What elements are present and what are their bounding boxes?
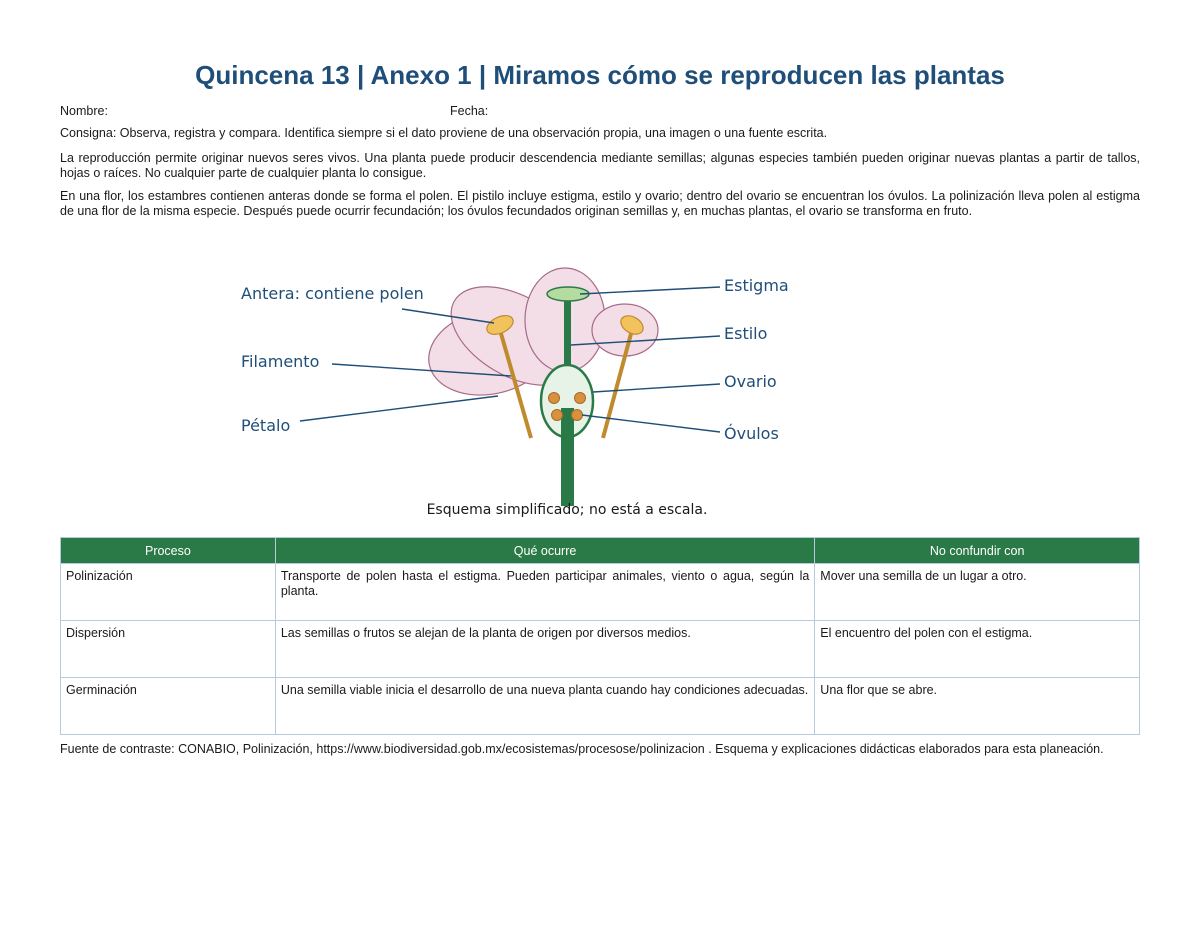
style-stem <box>564 296 571 371</box>
label-filamento: Filamento <box>241 352 319 371</box>
name-date-row: Nombre: Fecha: <box>60 104 1140 119</box>
cell-no-confundir: Mover una semilla de un lugar a otro. <box>814 563 1140 621</box>
label-antera: Antera: contiene polen <box>241 284 424 303</box>
cell-que-ocurre: Una semilla viable inicia el desarrollo … <box>274 677 816 735</box>
header-que-ocurre: Qué ocurre <box>274 537 816 564</box>
label-estilo: Estilo <box>724 324 767 343</box>
leader-antera <box>401 308 495 324</box>
process-table: Proceso Qué ocurre No confundir con Poli… <box>60 537 1140 735</box>
paragraph-reproduction: La reproducción permite originar nuevos … <box>60 151 1140 180</box>
nombre-label: Nombre: <box>60 104 108 118</box>
table-row: Dispersión Las semillas o frutos se alej… <box>60 620 1140 678</box>
ovule <box>548 392 560 404</box>
table-row: Polinización Transporte de polen hasta e… <box>60 563 1140 621</box>
filament-right <box>601 329 634 439</box>
paragraph-flower: En una flor, los estambres contienen ant… <box>60 189 1140 218</box>
leader-ovario <box>592 383 721 393</box>
page-title: Quincena 13 | Anexo 1 | Miramos cómo se … <box>195 60 1005 90</box>
header-proceso: Proceso <box>60 537 276 564</box>
leader-filamento <box>331 363 512 377</box>
petals <box>428 267 659 396</box>
leader-estigma <box>579 286 721 295</box>
diagram-caption: Esquema simplificado; no está a escala. <box>427 502 708 518</box>
header-no-confundir: No confundir con <box>814 537 1140 564</box>
ovule <box>574 392 586 404</box>
label-ovario: Ovario <box>724 372 777 391</box>
cell-no-confundir: Una flor que se abre. <box>814 677 1140 735</box>
table-header-row: Proceso Qué ocurre No confundir con <box>60 537 1140 564</box>
cell-no-confundir: El encuentro del polen con el estigma. <box>814 620 1140 678</box>
anther-right <box>620 315 644 335</box>
anther-left <box>486 315 514 335</box>
receptacle-stem <box>561 408 574 506</box>
leader-ovulos <box>581 414 721 433</box>
ovule <box>571 409 583 421</box>
consigna: Consigna: Observa, registra y compara. I… <box>60 126 828 140</box>
cell-que-ocurre: Transporte de polen hasta el estigma. Pu… <box>274 563 816 621</box>
filament-left <box>498 329 533 439</box>
label-ovulos: Óvulos <box>724 424 779 443</box>
leader-petalo <box>299 395 499 422</box>
cell-proceso: Dispersión <box>60 620 276 678</box>
cell-proceso: Polinización <box>60 563 276 621</box>
ovule <box>551 409 563 421</box>
fecha-label: Fecha: <box>450 104 489 118</box>
label-petalo: Pétalo <box>241 416 290 435</box>
source-note: Fuente de contraste: CONABIO, Polinizaci… <box>60 742 1104 756</box>
table-row: Germinación Una semilla viable inicia el… <box>60 677 1140 735</box>
cell-que-ocurre: Las semillas o frutos se alejan de la pl… <box>274 620 816 678</box>
leader-estilo <box>570 335 721 346</box>
label-estigma: Estigma <box>724 276 789 295</box>
cell-proceso: Germinación <box>60 677 276 735</box>
